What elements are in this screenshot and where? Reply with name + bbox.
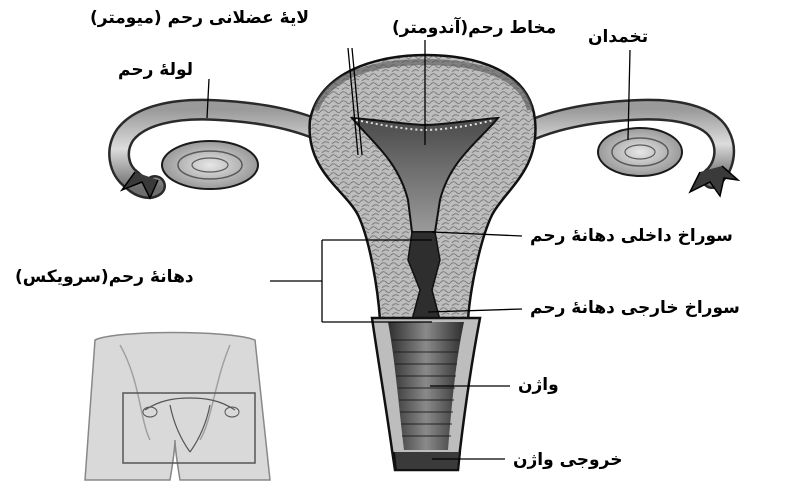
label-internal-os: سوراخ داخلی دهانۀ رحم [530, 226, 733, 246]
leader-ovary [628, 50, 630, 140]
label-endometrium: مخاط رحم(آندومتر) [392, 18, 556, 38]
ovary-right [598, 128, 682, 176]
ovary-left [162, 141, 258, 189]
label-ovary: تخمدان [588, 27, 648, 47]
label-vaginal-opening: خروجی واژن [513, 450, 622, 470]
uterus [310, 55, 536, 320]
vagina [372, 318, 480, 470]
label-cervix: دهانۀ رحم(سرویکس) [15, 267, 194, 287]
label-myometrium: لایۀ عضلانی رحم (میومتر) [90, 8, 309, 28]
label-fallopian-tube: لولۀ رحم [118, 60, 193, 80]
body-inset [85, 333, 270, 481]
label-external-os: سوراخ خارجی دهانۀ رحم [530, 298, 740, 318]
label-vagina: واژن [518, 375, 559, 395]
